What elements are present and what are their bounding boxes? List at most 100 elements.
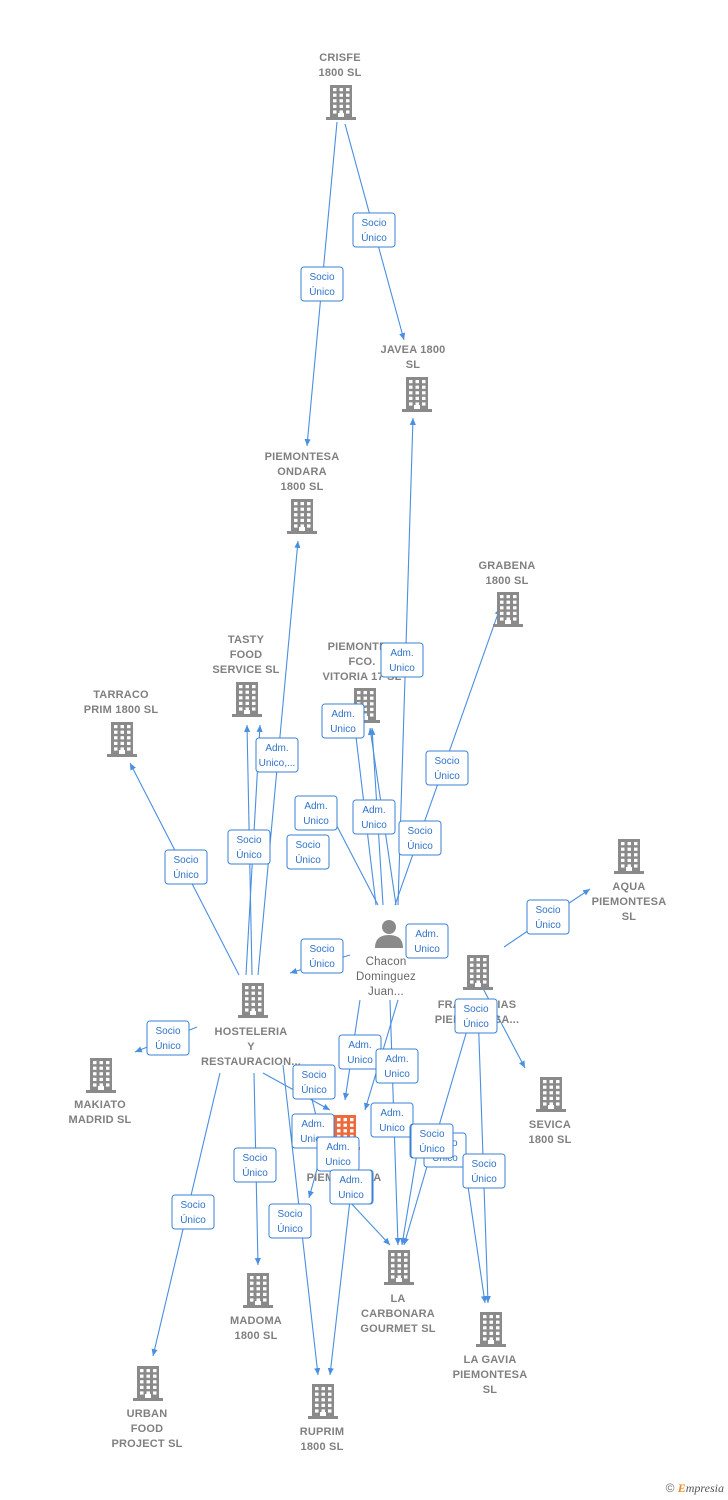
edge-label[interactable]: Adm.Unico [405, 923, 449, 959]
node-label: Juan... [368, 986, 404, 998]
building-icon [326, 85, 356, 120]
node-madoma[interactable]: MADOMA 1800 SL [230, 1273, 282, 1342]
node-label: LA GAVIA [464, 1354, 517, 1366]
edge-label-text: Único [463, 1017, 489, 1030]
node-label: SL [483, 1384, 498, 1396]
edge-label-box [300, 938, 344, 974]
footer-credit: © Empresia [666, 1481, 724, 1496]
node-label: PIEMONTESA [265, 451, 340, 463]
edge-label[interactable]: Adm.Unico,... [255, 737, 299, 773]
edge-label-box [352, 212, 396, 248]
building-icon [86, 1058, 116, 1093]
edge-label-text: Adm. [326, 1142, 349, 1153]
edge-label[interactable]: Adm.Unico [352, 799, 396, 835]
building-icon [614, 839, 644, 874]
edge-label[interactable]: Adm.Unico [294, 795, 338, 831]
node-label: PRIM 1800 SL [84, 704, 159, 716]
building-icon [243, 1273, 273, 1308]
edge-label-text: Unico,... [259, 758, 296, 769]
edge-label-box [329, 1169, 373, 1205]
edge-label-text: Socio [309, 272, 334, 283]
edge-label-text: Unico [361, 820, 387, 831]
edge-label-text: Socio [463, 1004, 488, 1015]
node-label: 1800 SL [281, 481, 324, 493]
edge-label-box [294, 795, 338, 831]
edge-label[interactable]: Adm.Unico [375, 1048, 419, 1084]
edge-label[interactable]: Adm.Unico [370, 1102, 414, 1138]
edge-label-text: Unico [347, 1055, 373, 1066]
edge-label[interactable]: Adm.Unico [338, 1034, 382, 1070]
edge-label-text: Único [419, 1142, 445, 1155]
node-label: 1800 SL [235, 1330, 278, 1342]
edge-label-text: Socio [309, 944, 334, 955]
edge-label-text: Único [535, 918, 561, 931]
node-label: SL [406, 359, 421, 371]
building-icon [308, 1384, 338, 1419]
edge-label-text: Único [180, 1213, 206, 1226]
edge-label[interactable]: Adm.Unico [329, 1169, 373, 1205]
node-label: 1800 SL [486, 575, 529, 587]
edge-label[interactable]: Adm.Unico [380, 642, 424, 678]
node-label: AQUA [612, 881, 645, 893]
edge-label[interactable]: Adm.Unico [321, 703, 365, 739]
edge-labels-layer: SocioÚnicoSocioÚnicoAdm.UnicoAdm.UnicoAd… [146, 212, 570, 1239]
node-label: MADOMA [230, 1315, 282, 1327]
node-label: CRISFE [319, 52, 361, 64]
node-person[interactable]: ChaconDominguezJuan... [356, 920, 416, 998]
edge-label-box [233, 1147, 277, 1183]
node-label: Chacon [366, 956, 407, 968]
edge-label-text: Socio [236, 835, 261, 846]
edge-label-text: Único [309, 957, 335, 970]
edge-label-box [321, 703, 365, 739]
edge-label-box [375, 1048, 419, 1084]
edge-label[interactable]: Adm.Unico [316, 1136, 360, 1172]
node-label: HOSTELERIA [215, 1026, 288, 1038]
node-label: RESTAURACION... [201, 1056, 301, 1068]
edge-label-text: Socio [242, 1153, 267, 1164]
node-label: RUPRIM [300, 1426, 345, 1438]
edge-label-text: Único [242, 1166, 268, 1179]
edge-label-text: Socio [361, 218, 386, 229]
node-hosteleria[interactable]: HOSTELERIAYRESTAURACION... [201, 983, 301, 1068]
brand-logo[interactable]: Empresia [677, 1481, 724, 1495]
node-label: PIEMONTESA [592, 896, 667, 908]
edge-label-text: Socio [471, 1159, 496, 1170]
building-icon [133, 1366, 163, 1401]
building-icon [476, 1312, 506, 1347]
edge-line [347, 1199, 391, 1246]
building-icon [238, 983, 268, 1018]
building-icon [384, 1250, 414, 1285]
edge-line [327, 1199, 351, 1376]
edge-label-text: Socio [419, 1129, 444, 1140]
